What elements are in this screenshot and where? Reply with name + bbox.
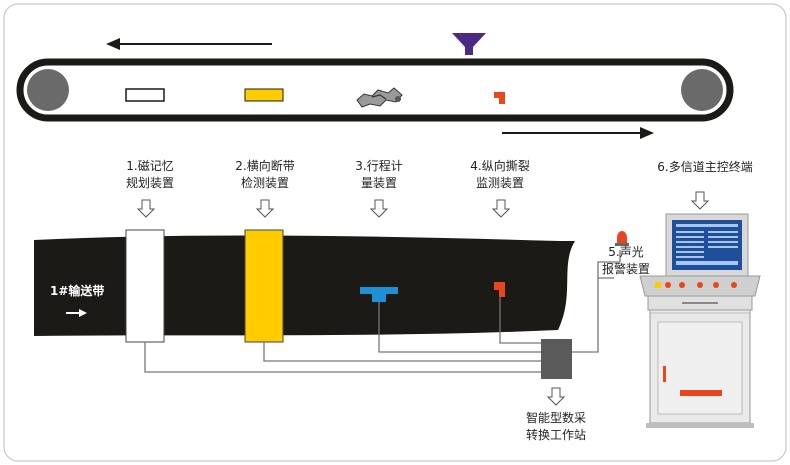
- label-line: 智能型数采: [525, 411, 586, 425]
- conveyor-loop: [16, 58, 734, 122]
- label-alarm-device: 5.声光 报警装置: [590, 244, 662, 278]
- label-line: 2.横向断带: [235, 159, 295, 173]
- right-pulley: [681, 69, 723, 111]
- top-conveyor: [16, 33, 734, 139]
- alarm-light-icon: [615, 231, 629, 246]
- label-line: 转换工作站: [525, 428, 586, 442]
- label-stroke-device: 3.行程计 量装置: [340, 158, 418, 192]
- arrow-left-icon: [106, 38, 272, 50]
- console-buttons: [655, 282, 737, 288]
- label-line: 规划装置: [125, 176, 174, 190]
- label-line: 监测装置: [475, 176, 524, 190]
- label-line: 量装置: [360, 176, 397, 190]
- mini-transverse-device: [244, 88, 284, 102]
- transverse-device: [244, 229, 284, 343]
- diagram-frame: [3, 3, 787, 462]
- label-line: 报警装置: [601, 262, 650, 276]
- label-control-terminal: 6.多信道主控终端: [640, 159, 770, 176]
- label-line: 1.磁记忆: [126, 159, 174, 173]
- label-longitudinal-device: 4.纵向撕裂 监测装置: [456, 158, 544, 192]
- belt-name-label: 1#输送带: [50, 284, 105, 298]
- arrow-right-icon: [502, 127, 654, 139]
- mini-magnetic-device: [125, 88, 165, 102]
- label-magnetic-device: 1.磁记忆 规划装置: [110, 158, 190, 192]
- label-line: 5.声光: [608, 245, 644, 259]
- label-line: 4.纵向撕裂: [470, 159, 530, 173]
- cabinet-badge: [680, 390, 722, 396]
- label-data-station: 智能型数采 转换工作站: [508, 410, 604, 444]
- control-terminal: [639, 213, 761, 428]
- data-station-box: [541, 339, 572, 379]
- stroke-device: [360, 287, 398, 302]
- magnetic-device: [125, 229, 165, 343]
- main-belt: [34, 235, 575, 336]
- label-transverse-device: 2.横向断带 检测装置: [224, 158, 306, 192]
- tear-device: [494, 282, 505, 297]
- label-line: 检测装置: [240, 176, 289, 190]
- mini-tear-device: [494, 92, 505, 104]
- label-line: 3.行程计: [355, 159, 403, 173]
- belt-direction-icon: [66, 309, 87, 317]
- hopper-icon: [452, 33, 486, 55]
- label-line: 6.多信道主控终端: [657, 160, 753, 174]
- down-arrow-icon: [136, 191, 710, 406]
- wiring: [144, 250, 621, 373]
- left-pulley: [27, 69, 69, 111]
- damaged-belt-icon: [356, 87, 403, 108]
